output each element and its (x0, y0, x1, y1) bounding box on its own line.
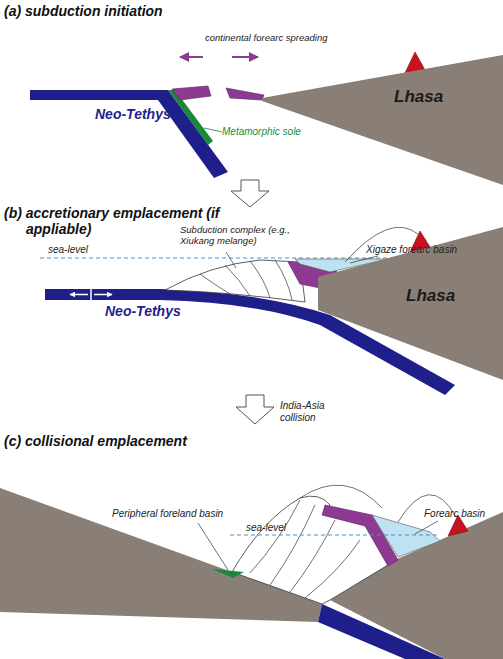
annotation: Peripheral foreland basin (112, 508, 223, 520)
forearc-crust (172, 86, 211, 100)
annotation: Metamorphic sole (222, 126, 301, 138)
plate-name: Lhasa (394, 87, 443, 107)
panel-heading: (c) collisional emplacement (4, 433, 187, 449)
spreading-arrow (94, 294, 112, 296)
sea-level-line (40, 258, 410, 259)
panel-heading: Neo-Tethys (105, 303, 181, 319)
orogenic-wedge (232, 496, 388, 604)
stage-arrow (231, 180, 269, 207)
leader-line (198, 523, 228, 570)
annotation: India-Asia collision (280, 400, 342, 423)
spreading-arrow (180, 56, 203, 58)
plate-shape (318, 227, 503, 380)
oceanic-plate (30, 90, 228, 178)
plate-block: Lhasa (262, 55, 503, 185)
plate-outline (262, 55, 503, 185)
ridge-gap (90, 289, 92, 300)
spreading-arrow (211, 91, 226, 93)
foreland-basin (212, 569, 244, 578)
annotation: Xigaze forearc basin (366, 244, 457, 256)
forearc-basin (372, 515, 440, 557)
thrust-lines (200, 260, 292, 300)
annotation: continental forearc spreading (205, 33, 328, 44)
spreading-arrow (232, 56, 258, 58)
annotation: sea-level (48, 244, 88, 256)
plate-name: Lhasa (406, 286, 455, 306)
plate-shape (262, 55, 503, 185)
panel-heading: Neo-Tethys (95, 106, 171, 122)
forearc-crust (226, 88, 264, 100)
panel-heading: (a) subduction initiation (4, 3, 163, 19)
annotation: Forearc basin (424, 508, 485, 520)
leader-line (226, 252, 236, 268)
annotation: Subduction complex (e.g., Xiukang melang… (180, 225, 298, 247)
annotation: sea-level (246, 522, 286, 534)
leader-line (415, 521, 438, 534)
spreading-arrow (70, 294, 88, 296)
stage-arrow (236, 395, 274, 424)
sea-level-line (230, 535, 440, 536)
leader-line (204, 128, 222, 132)
